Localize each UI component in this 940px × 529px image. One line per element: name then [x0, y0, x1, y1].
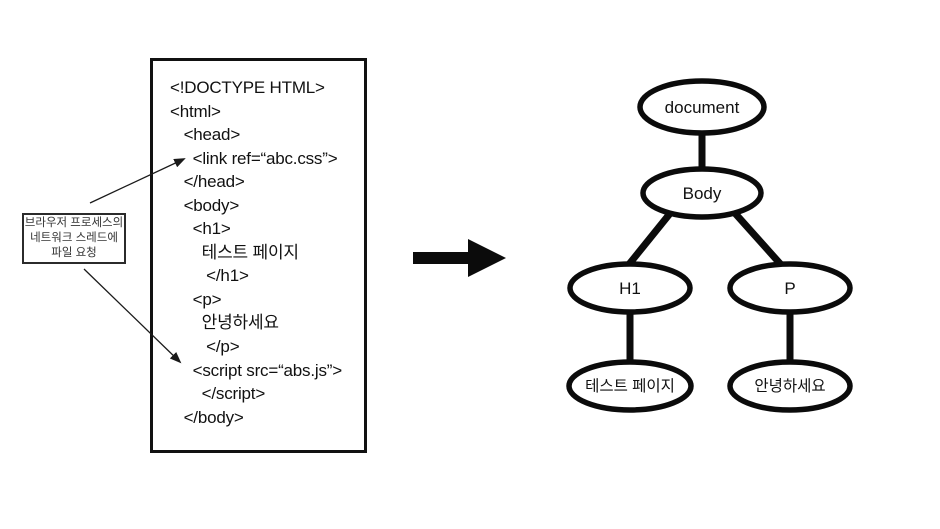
tree-node-document: document — [637, 78, 767, 136]
tree-node-p-text: 안녕하세요 — [727, 359, 853, 413]
code-line-h1-open: <h1> — [170, 219, 231, 239]
code-line-doctype: <!DOCTYPE HTML> — [170, 78, 325, 97]
code-line-head-close: </head> — [170, 172, 245, 192]
tree-node-h1-text-label: 테스트 페이지 — [585, 377, 675, 395]
tree-node-h1: H1 — [567, 261, 693, 315]
tree-node-h1-label: H1 — [619, 279, 641, 298]
network-thread-note: 브라우저 프로세스의 네트워크 스레드에 파일 요청 — [22, 213, 126, 264]
edge-body-h1 — [623, 208, 675, 271]
code-line-html-open: <html> — [170, 101, 221, 121]
note-line: 네트워크 스레드에 — [30, 232, 118, 244]
tree-node-p-label: P — [784, 279, 795, 298]
code-line-link: <link ref=“abc.css”> — [170, 148, 338, 168]
edge-body-p — [730, 208, 787, 271]
code-line-h1-close: </h1> — [170, 266, 249, 286]
code-line-body-close: </body> — [170, 407, 244, 427]
code-line-body-open: <body> — [170, 195, 240, 215]
tree-node-p: P — [727, 261, 853, 315]
tree-node-body: Body — [640, 166, 764, 220]
tree-node-document-label: document — [665, 98, 740, 117]
html-source-panel: <!DOCTYPE HTML> <html> <head> <link ref=… — [150, 58, 367, 453]
tree-node-h1-text: 테스트 페이지 — [566, 359, 694, 413]
transform-arrow-icon — [413, 239, 506, 277]
note-line: 파일 요청 — [51, 247, 97, 259]
code-line-script-close: </script> — [170, 384, 266, 404]
code-line-script: <script src=“abs.js”> — [170, 360, 343, 380]
code-line-p-close: </p> — [170, 337, 240, 357]
tree-node-p-text-label: 안녕하세요 — [754, 377, 825, 395]
note-line: 브라우저 프로세스의 — [24, 217, 124, 229]
code-line-head-open: <head> — [170, 125, 241, 145]
code-line-p-open: <p> — [170, 289, 222, 309]
tree-node-body-label: Body — [683, 184, 722, 203]
code-line-p-text: 안녕하세요 — [170, 313, 279, 333]
code-line-h1-text: 테스트 페이지 — [170, 242, 299, 262]
